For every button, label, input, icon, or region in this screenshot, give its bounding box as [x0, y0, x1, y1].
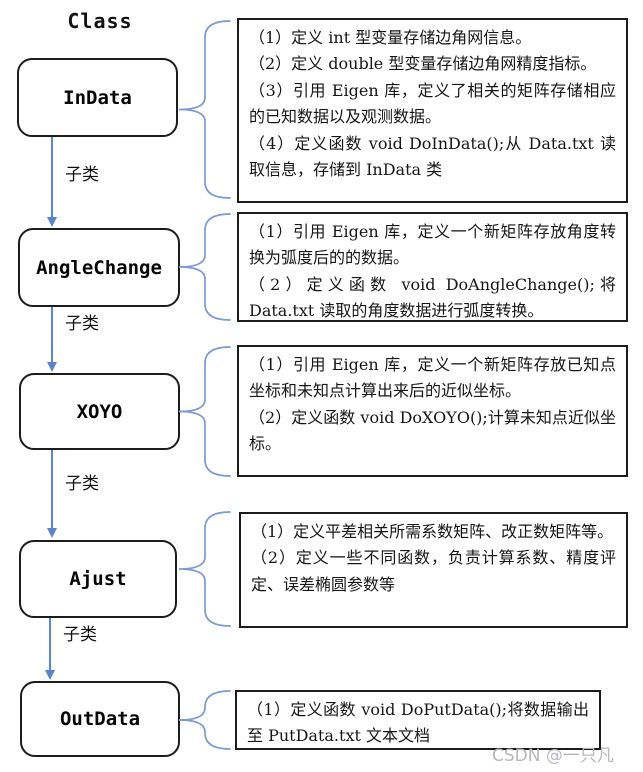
class-node-indata: InData [17, 58, 178, 137]
description-item: （4）定义函数 void DoInData();从 Data.txt 读取信息，… [249, 133, 616, 180]
edge-label-subclass: 子类 [63, 625, 97, 645]
edge-label-subclass: 子类 [65, 474, 99, 494]
diagram-title: Class [67, 9, 133, 33]
description-item: （1）引用 Eigen 库，定义一个新矩阵存放已知点坐标和未知点计算出来后的近似… [249, 355, 616, 401]
brace-icon [178, 690, 231, 750]
csdn-watermark: CSDN @一只凡 [492, 746, 614, 766]
edge-label-subclass: 子类 [65, 314, 99, 334]
inheritance-arrow-icon [46, 137, 57, 227]
description-item: （1）定义 int 型变量存储边角网信息。 [249, 28, 532, 47]
description-box-ajust: （1）定义平差相关所需系数矩阵、改正数矩阵等。 （2）定义一些不同函数，负责计算… [239, 512, 628, 628]
class-node-label: OutData [59, 708, 141, 730]
description-box-indata: （1）定义 int 型变量存储边角网信息。 （2）定义 double 型变量存储… [237, 18, 628, 203]
description-box-xoyo: （1）引用 Eigen 库，定义一个新矩阵存放已知点坐标和未知点计算出来后的近似… [237, 345, 628, 477]
description-item: （3）引用 Eigen 库，定义了相关的矩阵存储相应的已知数据以及观测数据。 [249, 80, 616, 127]
inheritance-arrow-icon [44, 618, 55, 680]
class-node-xoyo: XOYO [19, 373, 180, 450]
edge-label-subclass: 子类 [65, 165, 99, 185]
brace-icon [178, 346, 231, 477]
description-item: （2）定义一些不同函数，负责计算系数、精度评定、误差椭圆参数等 [251, 548, 616, 594]
brace-icon [178, 511, 231, 627]
class-node-label: XOYO [76, 400, 123, 423]
description-item: （2）定义函数 void DoXOYO();计算未知点近似坐标。 [249, 407, 616, 454]
brace-icon [178, 213, 231, 321]
description-box-anglechange: （1）引用 Eigen 库，定义一个新矩阵存放角度转换为弧度后的的数据。 （2）… [237, 212, 628, 322]
class-node-outdata: OutData [20, 681, 180, 757]
description-box-outdata: （1）定义函数 void DoPutData();将数据输出至 PutData.… [235, 690, 601, 750]
class-node-label: Ajust [69, 568, 127, 590]
inheritance-arrow-icon [46, 307, 57, 372]
description-item: （1）引用 Eigen 库，定义一个新矩阵存放角度转换为弧度后的的数据。 [249, 222, 616, 268]
brace-icon [178, 20, 231, 199]
description-item: （1）定义平差相关所需系数矩阵、改正数矩阵等。 [251, 522, 614, 541]
inheritance-arrow-icon [46, 450, 57, 538]
class-node-label: InData [63, 86, 132, 109]
class-node-ajust: Ajust [19, 540, 177, 618]
description-item: （2）定义函数 void DoAngleChange();将 Data.txt … [249, 274, 616, 321]
description-item: （2）定义 double 型变量存储边角网精度指标。 [249, 54, 597, 74]
description-item: （1）定义函数 void DoPutData();将数据输出至 PutData.… [247, 700, 589, 746]
class-node-anglechange: AngleChange [18, 228, 180, 307]
class-node-label: AngleChange [36, 256, 162, 279]
